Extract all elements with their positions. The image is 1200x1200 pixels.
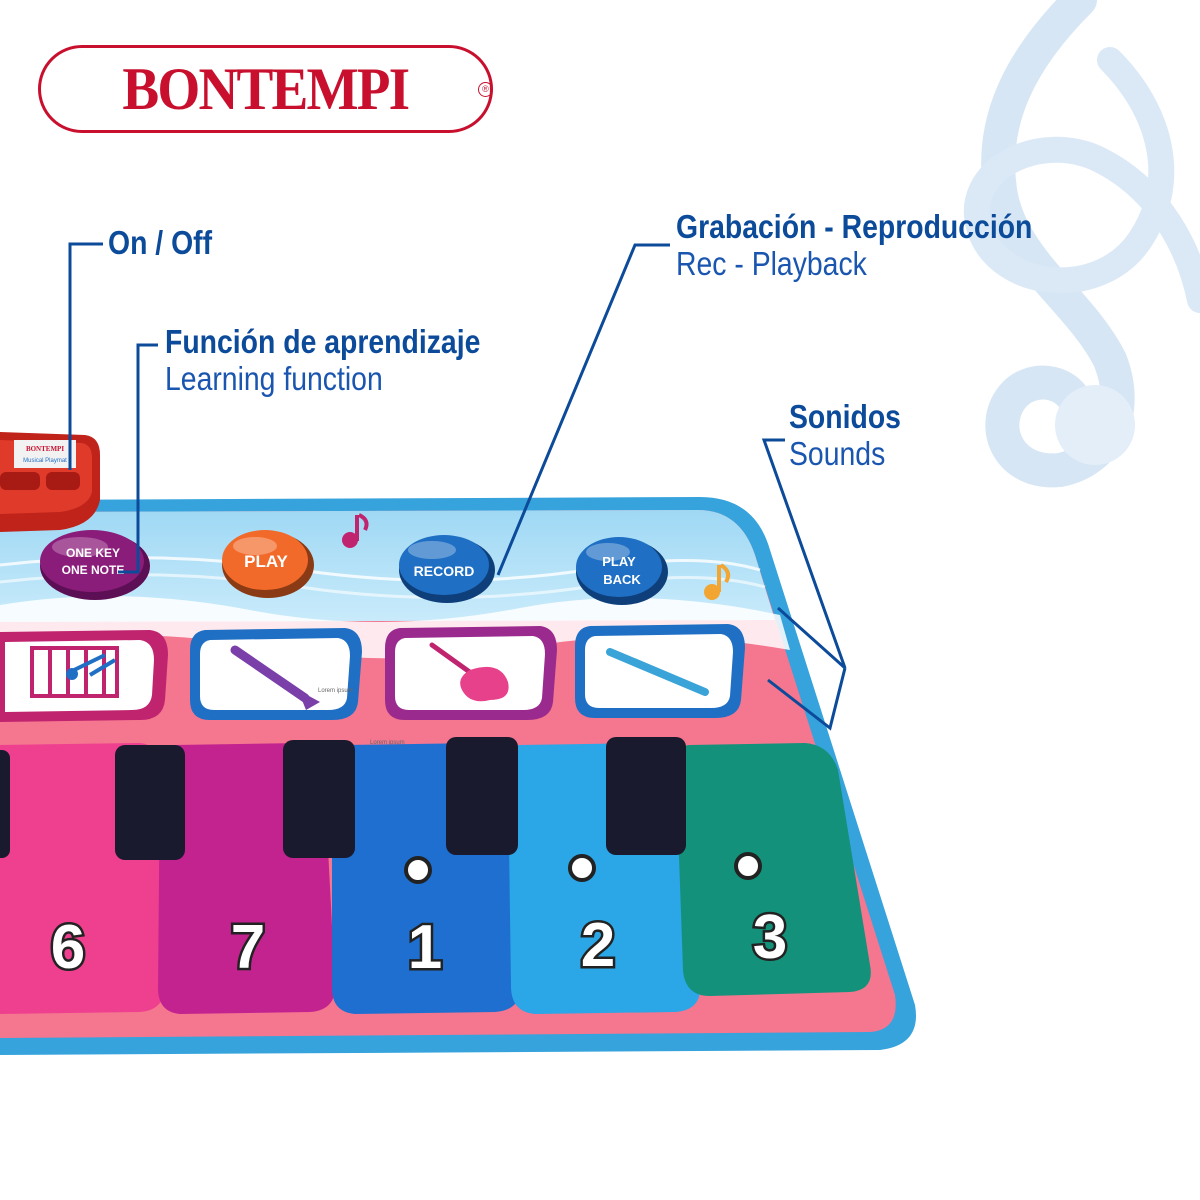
- key-number: 7: [231, 913, 265, 982]
- xylophone-icon: [30, 646, 119, 698]
- key-number: 2: [581, 911, 615, 980]
- black-key[interactable]: [115, 745, 185, 860]
- button-label: PLAY: [602, 554, 636, 569]
- learning-switch[interactable]: [46, 472, 80, 490]
- button-label: BACK: [603, 572, 641, 587]
- xylophone-pad[interactable]: [0, 630, 168, 722]
- bontempi-logo: BONTEMPI: [38, 45, 493, 133]
- guitar-pad[interactable]: [385, 626, 557, 720]
- guitar-icon: [429, 642, 509, 702]
- flute-icon: [606, 648, 709, 696]
- play-button[interactable]: PLAY: [222, 530, 314, 598]
- key-number: 6: [51, 913, 85, 982]
- device-name: Musical Playmat: [23, 458, 67, 464]
- black-key[interactable]: [606, 737, 686, 855]
- record-playback-label-es: Grabación - Reproducción: [676, 208, 1033, 245]
- flute-pad[interactable]: [575, 624, 745, 718]
- clarinet-pad[interactable]: [190, 628, 362, 720]
- sounds-label-es: Sonidos: [789, 398, 901, 435]
- button-label: RECORD: [414, 563, 475, 579]
- device-brand: BONTEMPI: [26, 445, 64, 453]
- music-note-icon: [704, 563, 731, 600]
- music-note-icon: [342, 513, 369, 548]
- button-label: PLAY: [244, 552, 288, 571]
- playback-button[interactable]: PLAY BACK: [576, 537, 668, 605]
- black-key[interactable]: [283, 740, 355, 858]
- power-switch[interactable]: [0, 472, 40, 490]
- button-label: ONE NOTE: [62, 563, 125, 577]
- record-button[interactable]: RECORD: [399, 535, 495, 603]
- button-label: ONE KEY: [66, 546, 120, 560]
- clarinet-icon: [230, 645, 320, 710]
- learning-function-label-es: Función de aprendizaje: [165, 323, 481, 360]
- one-key-one-note-button[interactable]: ONE KEY ONE NOTE: [40, 530, 150, 600]
- black-key[interactable]: [0, 750, 10, 858]
- key-number: 1: [408, 913, 442, 982]
- key-number: 3: [753, 903, 787, 972]
- mat-fine-print: Lorem ipsum: [370, 740, 405, 746]
- on-off-label: On / Off: [108, 224, 213, 261]
- record-playback-label-en: Rec - Playback: [676, 245, 867, 282]
- device-label: [14, 440, 76, 468]
- learning-function-label-en: Learning function: [165, 360, 383, 397]
- sounds-label-en: Sounds: [789, 435, 886, 472]
- black-key[interactable]: [446, 737, 518, 855]
- piano-key-3[interactable]: 3: [676, 743, 871, 996]
- registered-mark: ®: [478, 82, 493, 97]
- mat-fine-print: Lorem ipsum: [318, 688, 353, 694]
